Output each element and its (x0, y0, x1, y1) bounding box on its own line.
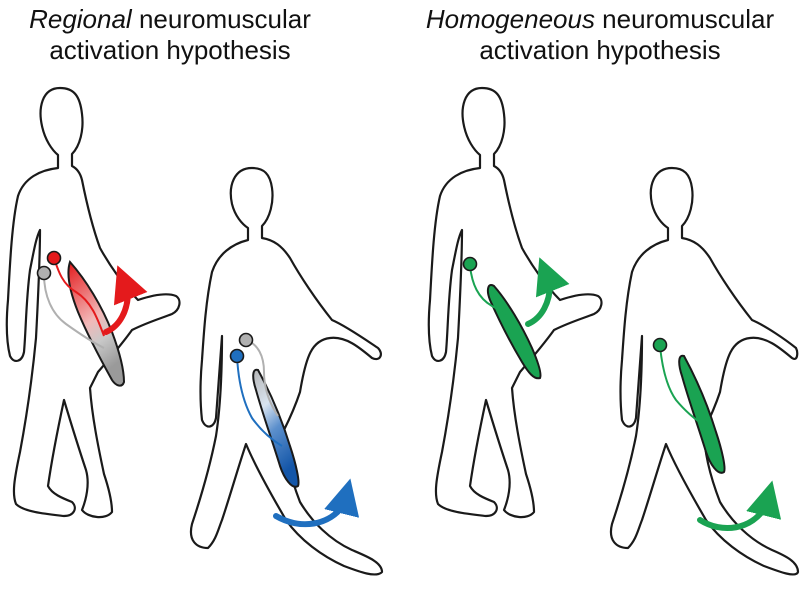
regional-title-rest: neuromuscular (131, 4, 311, 34)
figure-regional-knee-extension (189, 166, 384, 576)
body-outline (427, 86, 603, 519)
blue-knee-arrow (273, 478, 360, 528)
figure-homogeneous-knee-extension (609, 166, 800, 576)
green-nerve (469, 265, 515, 331)
quadriceps-muscle (486, 284, 542, 380)
regional-title: Regional neuromuscular activation hypoth… (20, 4, 320, 66)
blue-node (229, 348, 245, 364)
green-hip-arrow (525, 257, 570, 327)
green-node (462, 256, 478, 272)
homogeneous-title: Homogeneous neuromuscular activation hyp… (420, 4, 780, 66)
grey-node (36, 265, 52, 281)
quadriceps-muscle (678, 354, 726, 474)
green-nerve (659, 345, 703, 425)
figure-regional-hip-flexion (5, 86, 181, 519)
grey-node (238, 332, 254, 348)
regional-title-emphasis: Regional (29, 4, 132, 34)
grey-nerve (245, 339, 279, 417)
quadriceps-muscle (67, 260, 126, 387)
green-node (652, 337, 668, 353)
homogeneous-title-rest: neuromuscular (594, 4, 775, 34)
homogeneous-title-emphasis: Homogeneous (425, 4, 595, 34)
red-node (46, 250, 62, 266)
red-hip-arrow (103, 265, 148, 335)
grey-nerve (43, 273, 105, 349)
figure-homogeneous-hip-flexion (427, 86, 603, 519)
blue-nerve (236, 355, 283, 447)
homogeneous-title-line2: activation hypothesis (479, 35, 721, 65)
regional-title-line2: activation hypothesis (49, 35, 291, 65)
body-outline (609, 166, 800, 576)
quadriceps-muscle (252, 368, 300, 488)
red-nerve (53, 257, 105, 337)
body-outline (189, 166, 384, 576)
green-knee-arrow (697, 480, 782, 532)
